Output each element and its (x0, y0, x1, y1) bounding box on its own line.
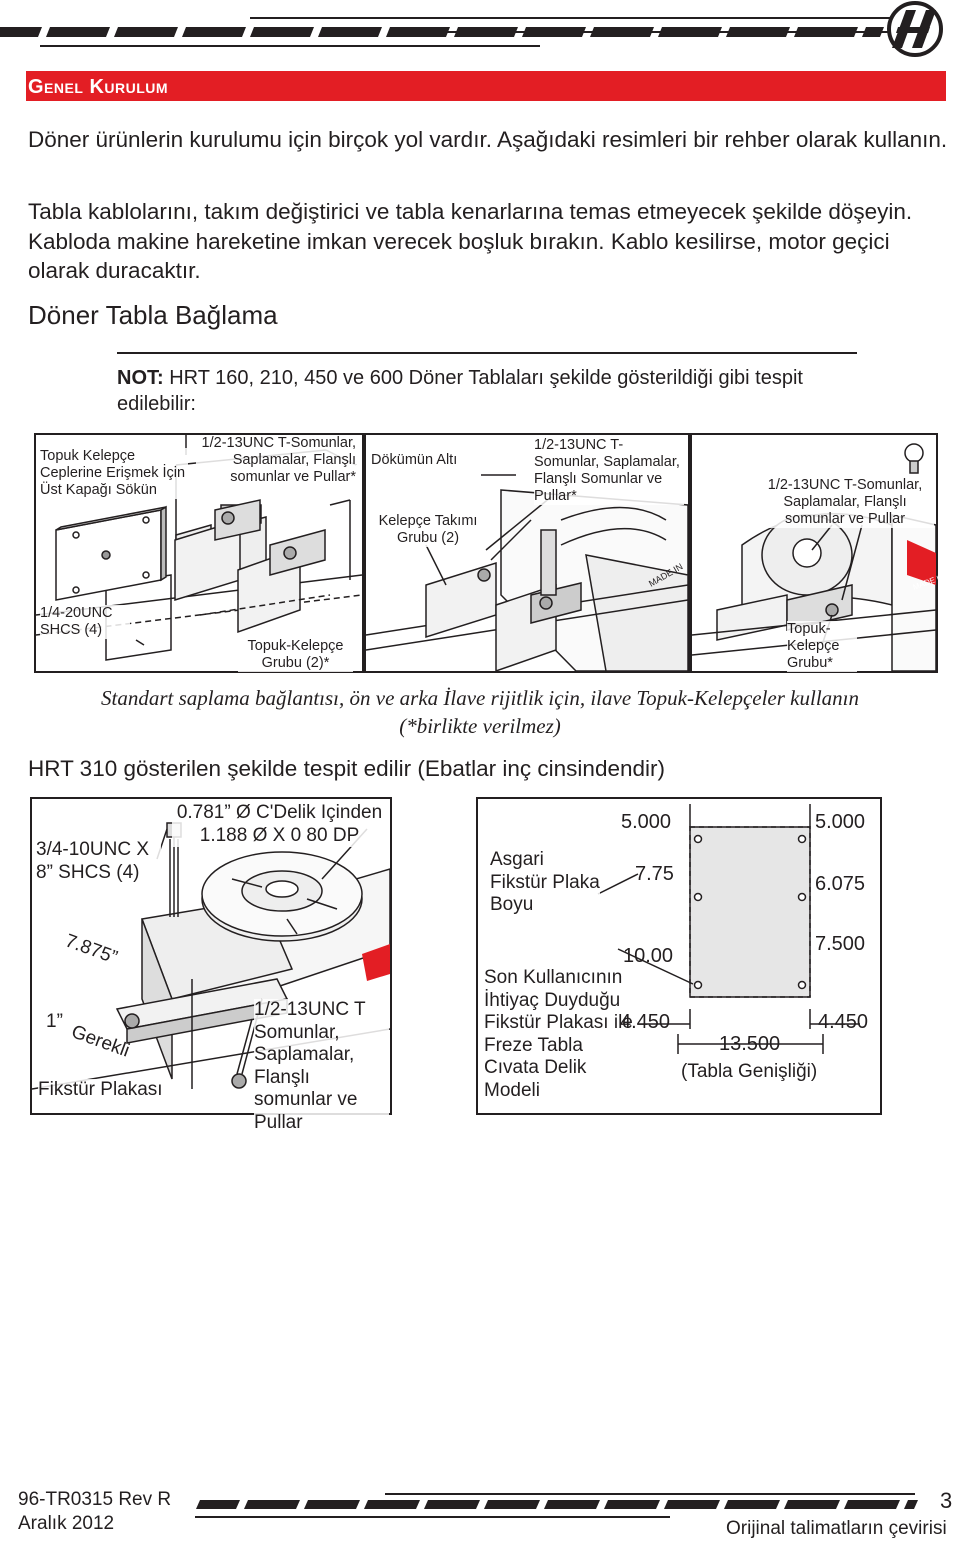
panel1-bolt-label: 1/4-20UNC SHCS (4) (40, 605, 130, 639)
panel4-top-label: 1/2-13UNC T-Somunlar, Saplamalar, Flanşl… (756, 477, 934, 528)
figure2-left-panel: 3/4-10UNC X 8” SHCS (4) 0.781” Ø C'Delik… (30, 797, 392, 1134)
figure1-caption: Standart saplama bağlantısı, ön ve arka … (30, 684, 930, 740)
dim-4450-left: 4.450 (620, 1011, 671, 1033)
footer-date: Aralık 2012 (18, 1513, 115, 1534)
panel2-bottom-label: Topuk-Kelepçe Grubu (2)* (238, 638, 353, 672)
panel3-illustration: MADE IN (365, 474, 689, 673)
intro-paragraph-1: Döner ürünlerin kurulumu için birçok yol… (28, 127, 948, 152)
dim-1000: 10.00 (623, 945, 674, 967)
note-rule (117, 352, 857, 354)
fixture-plate-drawing (597, 804, 860, 1054)
panel2-top-label: 1/2-13UNC T-Somunlar, Saplamalar, Flanşl… (196, 435, 356, 486)
section-title: Genel Kurulum (28, 76, 169, 98)
hrt310-heading: HRT 310 gösterilen şekilde tespit edilir… (28, 756, 665, 781)
dim-5000-left: 5.000 (621, 811, 672, 833)
figure1-caption-line2: (*birlikte verilmez) (399, 714, 561, 738)
figure2-right-panel: Asgari Fikstür Plaka Boyu Son Kullanıcın… (476, 797, 882, 1115)
panel3-label-clamp-set: Kelepçe Takımı Grubu (2) (372, 513, 484, 547)
section-title-bar (26, 71, 946, 101)
hrt310-hole-label: 0.781” Ø C'Delik Içinden 1.188 Ø X 0 80 … (172, 802, 387, 847)
figure1-caption-line1: Standart saplama bağlantısı, ön ve arka … (100, 686, 860, 710)
note-text: NOT: HRT 160, 210, 450 ve 600 Döner Tabl… (117, 365, 847, 417)
page-number: 3 (940, 1488, 953, 1513)
hrt310-one-inch-label: 1” (46, 1011, 63, 1032)
dim-775: 7.75 (635, 863, 674, 885)
haas-logo (887, 1, 943, 57)
min-fixture-plate-label: Asgari Fikstür Plaka Boyu (490, 849, 600, 917)
header-dash-stripe (0, 27, 884, 37)
hrt310-fixture-label: Fikstür Plakası (38, 1079, 163, 1102)
dim-4450-right: 4.450 (818, 1011, 869, 1033)
panel3-label-casting-underside: Dökümün Altı (371, 452, 458, 469)
dim-7500: 7.500 (815, 933, 866, 955)
note-label: NOT: (117, 367, 164, 389)
panel4-bottom-label: Topuk-Kelepçe Grubu* (787, 621, 857, 672)
hrt310-bolt-label: 3/4-10UNC X 8” SHCS (4) (36, 839, 161, 884)
footer-doc-number: 96-TR0315 Rev R (18, 1489, 172, 1510)
footer-translation-note: Orijinal talimatların çevirisi (726, 1518, 947, 1539)
table-width-label: (Tabla Genişliği) (681, 1061, 818, 1084)
figure1-panel-3: MADE IN Dökümün Altı Kelepçe Takımı Grub… (364, 433, 690, 673)
rotary-table-mounting-heading: Döner Tabla Bağlama (28, 300, 278, 330)
dim-6075: 6.075 (815, 873, 866, 895)
dim-5000-right: 5.000 (815, 811, 866, 833)
panel3-label-tnuts: 1/2-13UNC T-Somunlar, Saplamalar, Flanşl… (534, 437, 684, 505)
intro-paragraph-2: Tabla kablolarını, takım değiştirici ve … (28, 199, 913, 283)
user-fixture-plate-label: Son Kullanıcının İhtiyaç Duyduğu Fikstür… (484, 967, 634, 1102)
panel1-top-label: Topuk Kelepçe Ceplerine Erişmek İçin Üst… (40, 448, 188, 499)
note-body: HRT 160, 210, 450 ve 600 Döner Tablaları… (117, 367, 803, 415)
figure1-panel-4: MADE IN 1/2-13UNC T-Somunlar, Saplamalar… (690, 433, 946, 673)
dim-13500: 13.500 (719, 1033, 781, 1055)
hrt310-tnuts-label: 1/2-13UNC T Somunlar, Saplamalar, Flanşl… (254, 999, 389, 1134)
